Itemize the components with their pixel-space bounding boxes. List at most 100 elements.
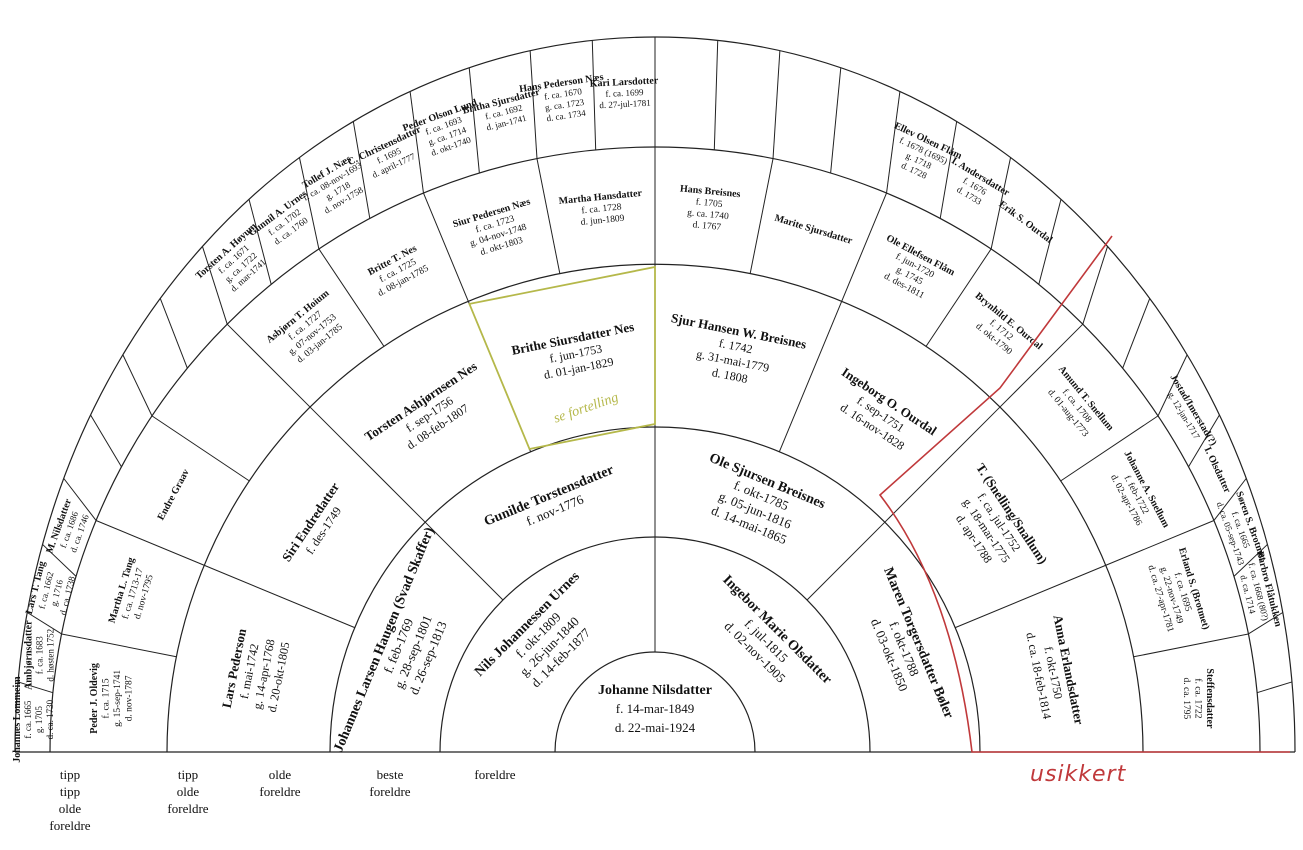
cell-divider xyxy=(830,67,842,174)
person-date: g. 1705 xyxy=(34,706,44,734)
person-name: I. Olsdatter xyxy=(1202,445,1233,495)
uncertain-boundary xyxy=(878,235,1290,753)
cell-divider xyxy=(1188,414,1220,468)
cell-divider xyxy=(1157,354,1188,417)
cell-divider xyxy=(203,564,355,629)
person-date: f. ca. 1715 xyxy=(101,678,112,718)
cell-divider xyxy=(298,157,320,250)
cell-divider xyxy=(151,415,250,482)
cell-divider xyxy=(42,544,77,577)
person-name: Johannes Lommeim xyxy=(12,676,23,763)
person-date: f. ca. 1699 xyxy=(605,87,644,99)
person-date: f. ca. 1683 xyxy=(34,636,44,674)
cell-divider xyxy=(309,406,426,523)
person-name: Kari Larsdotter xyxy=(589,75,659,89)
person-cell-g2-0: Johannes Larsen Haugen (Svad Skaffer)f. … xyxy=(331,525,449,755)
cell-divider xyxy=(925,248,992,347)
person-name: Ambjørnsdatter xyxy=(23,620,34,690)
cell-divider xyxy=(1082,246,1109,325)
cell-divider xyxy=(90,414,122,468)
person-cell-g5-27: I. Olsdatter xyxy=(1202,445,1233,495)
cell-divider xyxy=(990,157,1012,250)
cell-divider xyxy=(939,121,958,219)
cell-divider xyxy=(713,40,719,150)
cell-divider xyxy=(468,67,480,174)
person-name: Hans Breisnes xyxy=(679,183,741,200)
cell-divider xyxy=(1060,415,1159,482)
story-note: se fortelling xyxy=(552,390,620,426)
person-date: d. 1767 xyxy=(692,220,722,233)
cell-divider xyxy=(122,354,153,417)
cell-divider xyxy=(1233,544,1268,577)
cell-divider xyxy=(1122,298,1151,369)
person-date: d. jun-1809 xyxy=(580,214,625,228)
person-cell-g5-26: Jostad/Imerstad(?)g. 12-jan-1717 xyxy=(1166,373,1219,448)
cell-divider xyxy=(95,520,205,566)
cell-divider xyxy=(999,323,1084,408)
cell-divider xyxy=(409,91,424,194)
cell-divider xyxy=(772,50,781,159)
cell-divider xyxy=(248,199,272,285)
person-date: d. høsten 1752 xyxy=(45,629,55,682)
person-name: Marite Sjursdatter xyxy=(773,213,854,247)
person-date: f. 14-mar-1849 xyxy=(616,701,694,716)
cell-divider xyxy=(884,406,1001,523)
person-date: d. 1808 xyxy=(711,365,749,386)
person-date: f. ca. 1665 xyxy=(23,700,33,738)
highlight-box xyxy=(468,265,656,450)
person-date: d. nov-1787 xyxy=(125,675,135,721)
cell-divider xyxy=(841,192,887,302)
cell-divider xyxy=(1133,633,1249,658)
cell-divider xyxy=(159,298,188,369)
cell-divider xyxy=(806,521,886,601)
generation-label-gen1: foreldre xyxy=(474,767,516,782)
cell-divider xyxy=(352,121,371,219)
cell-divider xyxy=(1105,520,1215,566)
cell-divider xyxy=(201,246,228,325)
cell-divider xyxy=(1256,681,1293,694)
cell-divider xyxy=(778,300,843,452)
person-date: f. 1705 xyxy=(695,196,723,210)
cell-divider xyxy=(318,248,385,347)
person-date: g. 15-sep-1741 xyxy=(113,670,123,727)
person-date: f. ca. 1728 xyxy=(581,201,622,216)
cell-divider xyxy=(1248,612,1283,635)
person-date: d. 27-jul-1781 xyxy=(599,98,651,111)
cell-divider xyxy=(423,192,469,302)
person-name: Endre Graav xyxy=(156,467,192,522)
person-date: d. ca. 1795 xyxy=(1181,678,1191,720)
uncertain-note: usikkert xyxy=(1030,762,1127,787)
